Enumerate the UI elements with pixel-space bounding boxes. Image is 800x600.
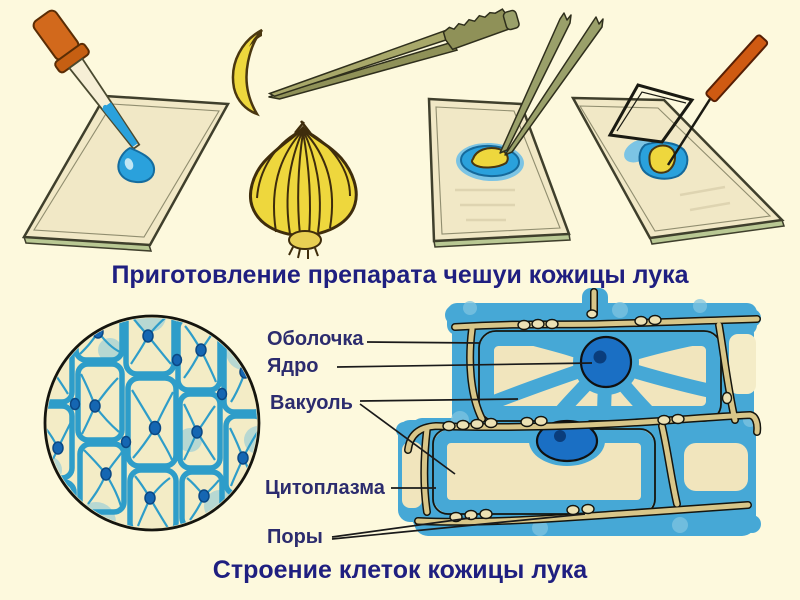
- pore-beads: [442, 309, 733, 523]
- label-membrane: Оболочка: [267, 328, 364, 350]
- water-drop: [117, 146, 156, 184]
- pipette: [32, 9, 156, 184]
- nucleus-upper: [579, 335, 633, 389]
- onion-bulb: [249, 120, 358, 259]
- nucleus-lower: [535, 419, 599, 463]
- dissecting-needle: [666, 34, 769, 166]
- bottom-title: Строение клеток кожицы лука: [212, 556, 588, 584]
- microscope-view-onion-cells: [43, 314, 261, 532]
- label-cytoplasm: Цитоплазма: [265, 477, 385, 499]
- top-title: Приготовление препарата чешуи кожицы лук…: [111, 261, 689, 289]
- onion-skin-cells-structure: [396, 288, 762, 536]
- slide-with-cover-glass-and-needle: [570, 34, 785, 245]
- label-vacuole: Вакуоль: [270, 392, 353, 414]
- label-pores: Поры: [267, 526, 323, 548]
- slide-with-water-drop: [21, 9, 231, 252]
- onion-skin-piece: [470, 147, 509, 169]
- slide-specimen-with-tweezers: [427, 12, 604, 248]
- tweezers-horizontal: [267, 8, 520, 100]
- cover-glass: [607, 83, 695, 144]
- tweezers-vertical: [499, 12, 604, 156]
- onion-scale-piece: [231, 28, 263, 117]
- label-nucleus: Ядро: [267, 355, 319, 377]
- onion-skin-piece-2: [648, 144, 677, 174]
- label-lines: [331, 341, 593, 540]
